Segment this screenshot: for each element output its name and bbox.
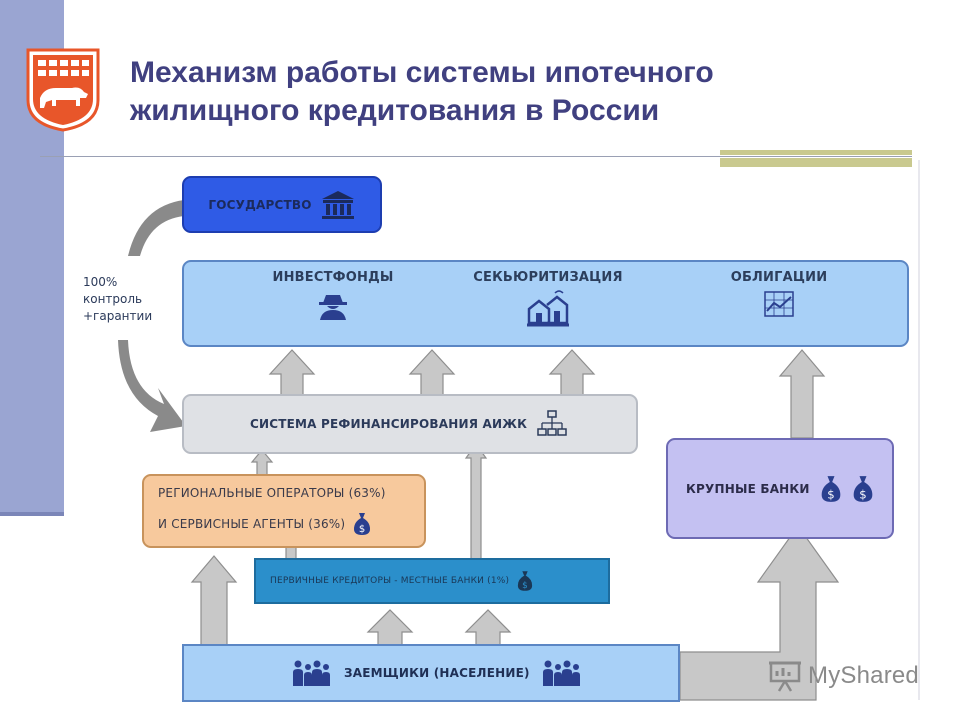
regional-label-1: РЕГИОНАЛЬНЫЕ ОПЕРАТОРЫ (63%) <box>158 486 386 500</box>
investment-instruments-box: ИНВЕСТФОНДЫ СЕКЬЮРИТИЗАЦИЯ ОБЛИГАЦИИ <box>182 260 909 347</box>
people-icon <box>293 660 330 686</box>
chart-icon <box>764 291 794 317</box>
arrow-borrowers-to-regional <box>190 555 238 649</box>
regional-label-2: И СЕРВИСНЫЕ АГЕНТЫ (36%) <box>158 517 346 531</box>
refinancing-label: СИСТЕМА РЕФИНАНСИРОВАНИЯ АИЖК <box>250 417 528 431</box>
borrowers-label: ЗАЕМЩИКИ (НАСЕЛЕНИЕ) <box>344 666 530 680</box>
spy-icon <box>319 295 347 320</box>
watermark: MyShared <box>768 658 928 694</box>
state-box: ГОСУДАРСТВО <box>182 176 382 233</box>
securitization-label: СЕКЬЮРИТИЗАЦИЯ <box>473 270 623 285</box>
money-bag-icon: $ <box>821 475 841 502</box>
control-line-2: контроль <box>83 292 143 306</box>
regional-line-2: И СЕРВИСНЫЕ АГЕНТЫ (36%) $ <box>158 512 371 536</box>
money-bag-icon: $ <box>518 571 533 591</box>
curved-arrow-upper <box>128 200 184 256</box>
arrow-borrowers-to-primary-2 <box>464 609 512 649</box>
refinancing-system-box: СИСТЕМА РЕФИНАНСИРОВАНИЯ АИЖК <box>182 394 638 454</box>
houses-icon <box>527 290 569 327</box>
coat-of-arms-icon <box>26 48 100 132</box>
svg-text:$: $ <box>827 487 834 501</box>
big-banks-box: КРУПНЫЕ БАНКИ $ $ <box>666 438 894 539</box>
investfunds-item: ИНВЕСТФОНДЫ <box>258 270 408 325</box>
money-bag-icon: $ <box>853 475 873 502</box>
control-line-1: 100% <box>83 275 118 289</box>
accent-stripe-bottom <box>720 158 912 167</box>
state-label: ГОСУДАРСТВО <box>208 197 312 212</box>
arrow-borrowers-to-primary-1 <box>366 609 414 649</box>
network-icon <box>537 410 567 436</box>
investfunds-label: ИНВЕСТФОНДЫ <box>272 270 394 285</box>
primary-lenders-label: ПЕРВИЧНЫЕ КРЕДИТОРЫ - МЕСТНЫЕ БАНКИ (1%) <box>270 576 510 586</box>
svg-text:$: $ <box>522 581 528 591</box>
big-banks-label: КРУПНЫЕ БАНКИ <box>686 481 810 496</box>
bonds-item: ОБЛИГАЦИИ <box>714 270 844 321</box>
regional-line-1: РЕГИОНАЛЬНЫЕ ОПЕРАТОРЫ (63%) <box>158 486 386 500</box>
money-bag-icon: $ <box>354 513 371 535</box>
control-line-3: +гарантии <box>83 309 153 323</box>
svg-text:$: $ <box>359 524 365 535</box>
accent-stripe-top <box>720 150 912 155</box>
arrow-banks-to-bonds <box>778 349 826 439</box>
presentation-icon <box>769 661 801 692</box>
control-guarantees-note: 100% контроль +гарантии <box>83 274 173 325</box>
arrow-borrowers-to-banks <box>679 524 840 701</box>
bonds-label: ОБЛИГАЦИИ <box>730 270 828 285</box>
watermark-text: MyShared <box>808 662 919 689</box>
svg-text:$: $ <box>859 487 866 501</box>
diagram-panel-edge <box>918 160 920 700</box>
regional-operators-box: РЕГИОНАЛЬНЫЕ ОПЕРАТОРЫ (63%) И СЕРВИСНЫЕ… <box>142 474 426 548</box>
borrowers-box: ЗАЕМЩИКИ (НАСЕЛЕНИЕ) <box>182 644 680 702</box>
curved-arrow-lower <box>118 340 186 432</box>
title-line-1: Механизм работы системы ипотечного <box>130 56 714 89</box>
government-building-icon <box>321 190 354 219</box>
primary-lenders-box: ПЕРВИЧНЫЕ КРЕДИТОРЫ - МЕСТНЫЕ БАНКИ (1%)… <box>254 558 610 604</box>
slide-title: Механизм работы системы ипотечного жилищ… <box>130 54 910 130</box>
arrow-primary-to-refi <box>464 442 488 563</box>
left-accent-bar-edge <box>0 512 64 516</box>
title-divider <box>40 156 912 157</box>
title-line-2: жилищного кредитования в России <box>130 94 660 127</box>
securitization-item: СЕКЬЮРИТИЗАЦИЯ <box>460 270 636 331</box>
people-icon <box>542 660 580 686</box>
